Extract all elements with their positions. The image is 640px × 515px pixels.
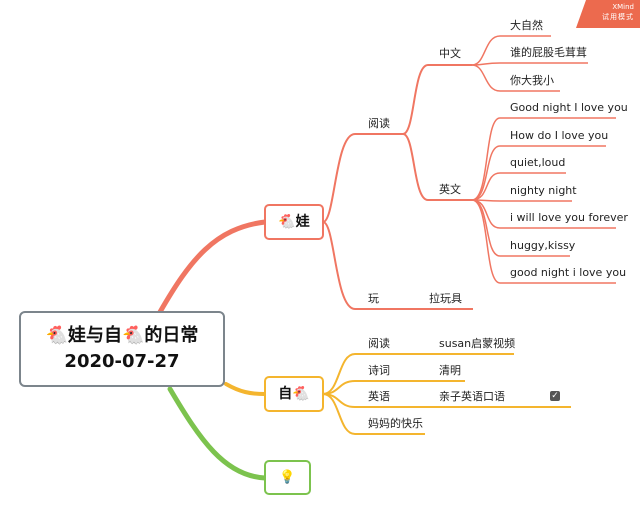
- self-item-label[interactable]: 妈妈的快乐: [368, 417, 423, 430]
- book-item[interactable]: How do I love you: [510, 129, 609, 142]
- connector-reading-english: [402, 133, 429, 201]
- subtopic-reading[interactable]: 阅读: [368, 117, 390, 130]
- book-item[interactable]: i will love you forever: [510, 211, 628, 224]
- book-item[interactable]: 谁的屁股毛茸茸: [510, 46, 587, 59]
- ribbon-brand: XMind: [612, 3, 634, 11]
- topic-baby-label: 🐔娃: [278, 214, 310, 230]
- topic-idea[interactable]: 💡: [264, 460, 311, 495]
- book-item[interactable]: nighty night: [510, 184, 577, 197]
- ribbon-mode: 试用模式: [602, 13, 634, 21]
- connector-self-joy: [322, 393, 356, 435]
- book-item[interactable]: quiet,loud: [510, 156, 566, 169]
- topic-baby[interactable]: 🐔娃: [264, 204, 324, 240]
- subtopic-pull-toy[interactable]: 拉玩具: [429, 292, 462, 305]
- central-topic[interactable]: 🐔娃与自🐔的日常 2020-07-27: [19, 311, 225, 387]
- self-item-label[interactable]: 英语: [368, 390, 390, 403]
- subtopic-play[interactable]: 玩: [368, 292, 379, 305]
- central-topic-title: 🐔娃与自🐔的日常: [45, 325, 199, 346]
- book-item[interactable]: good night i love you: [510, 266, 627, 279]
- topic-self[interactable]: 自🐔: [264, 376, 324, 412]
- connector-baby-reading: [322, 133, 356, 223]
- book-item[interactable]: 你大我小: [510, 74, 554, 87]
- subtopic-english[interactable]: 英文: [439, 183, 461, 196]
- connector-reading-chinese: [402, 64, 429, 135]
- connector-baby-play: [322, 221, 356, 310]
- self-item-detail[interactable]: susan启蒙视频: [439, 337, 516, 350]
- checkbox-checked-icon[interactable]: ✓: [550, 391, 560, 401]
- self-item-detail[interactable]: 清明: [439, 364, 461, 377]
- lightbulb-icon: 💡: [279, 470, 296, 485]
- self-item-detail[interactable]: 亲子英语口语: [439, 390, 505, 403]
- book-item[interactable]: 大自然: [510, 19, 543, 32]
- self-item-label[interactable]: 诗词: [368, 364, 390, 377]
- topic-self-label: 自🐔: [278, 386, 310, 402]
- subtopic-chinese[interactable]: 中文: [439, 47, 461, 60]
- connector-root-idea: [167, 386, 268, 481]
- connector-root-baby: [157, 219, 268, 315]
- self-item-label[interactable]: 阅读: [368, 337, 390, 350]
- book-item[interactable]: huggy,kissy: [510, 239, 576, 252]
- connector-root-self: [224, 382, 267, 396]
- trial-mode-ribbon: XMind 试用模式: [576, 0, 640, 28]
- book-item[interactable]: Good night I love you: [510, 101, 628, 114]
- central-topic-date: 2020-07-27: [64, 351, 180, 372]
